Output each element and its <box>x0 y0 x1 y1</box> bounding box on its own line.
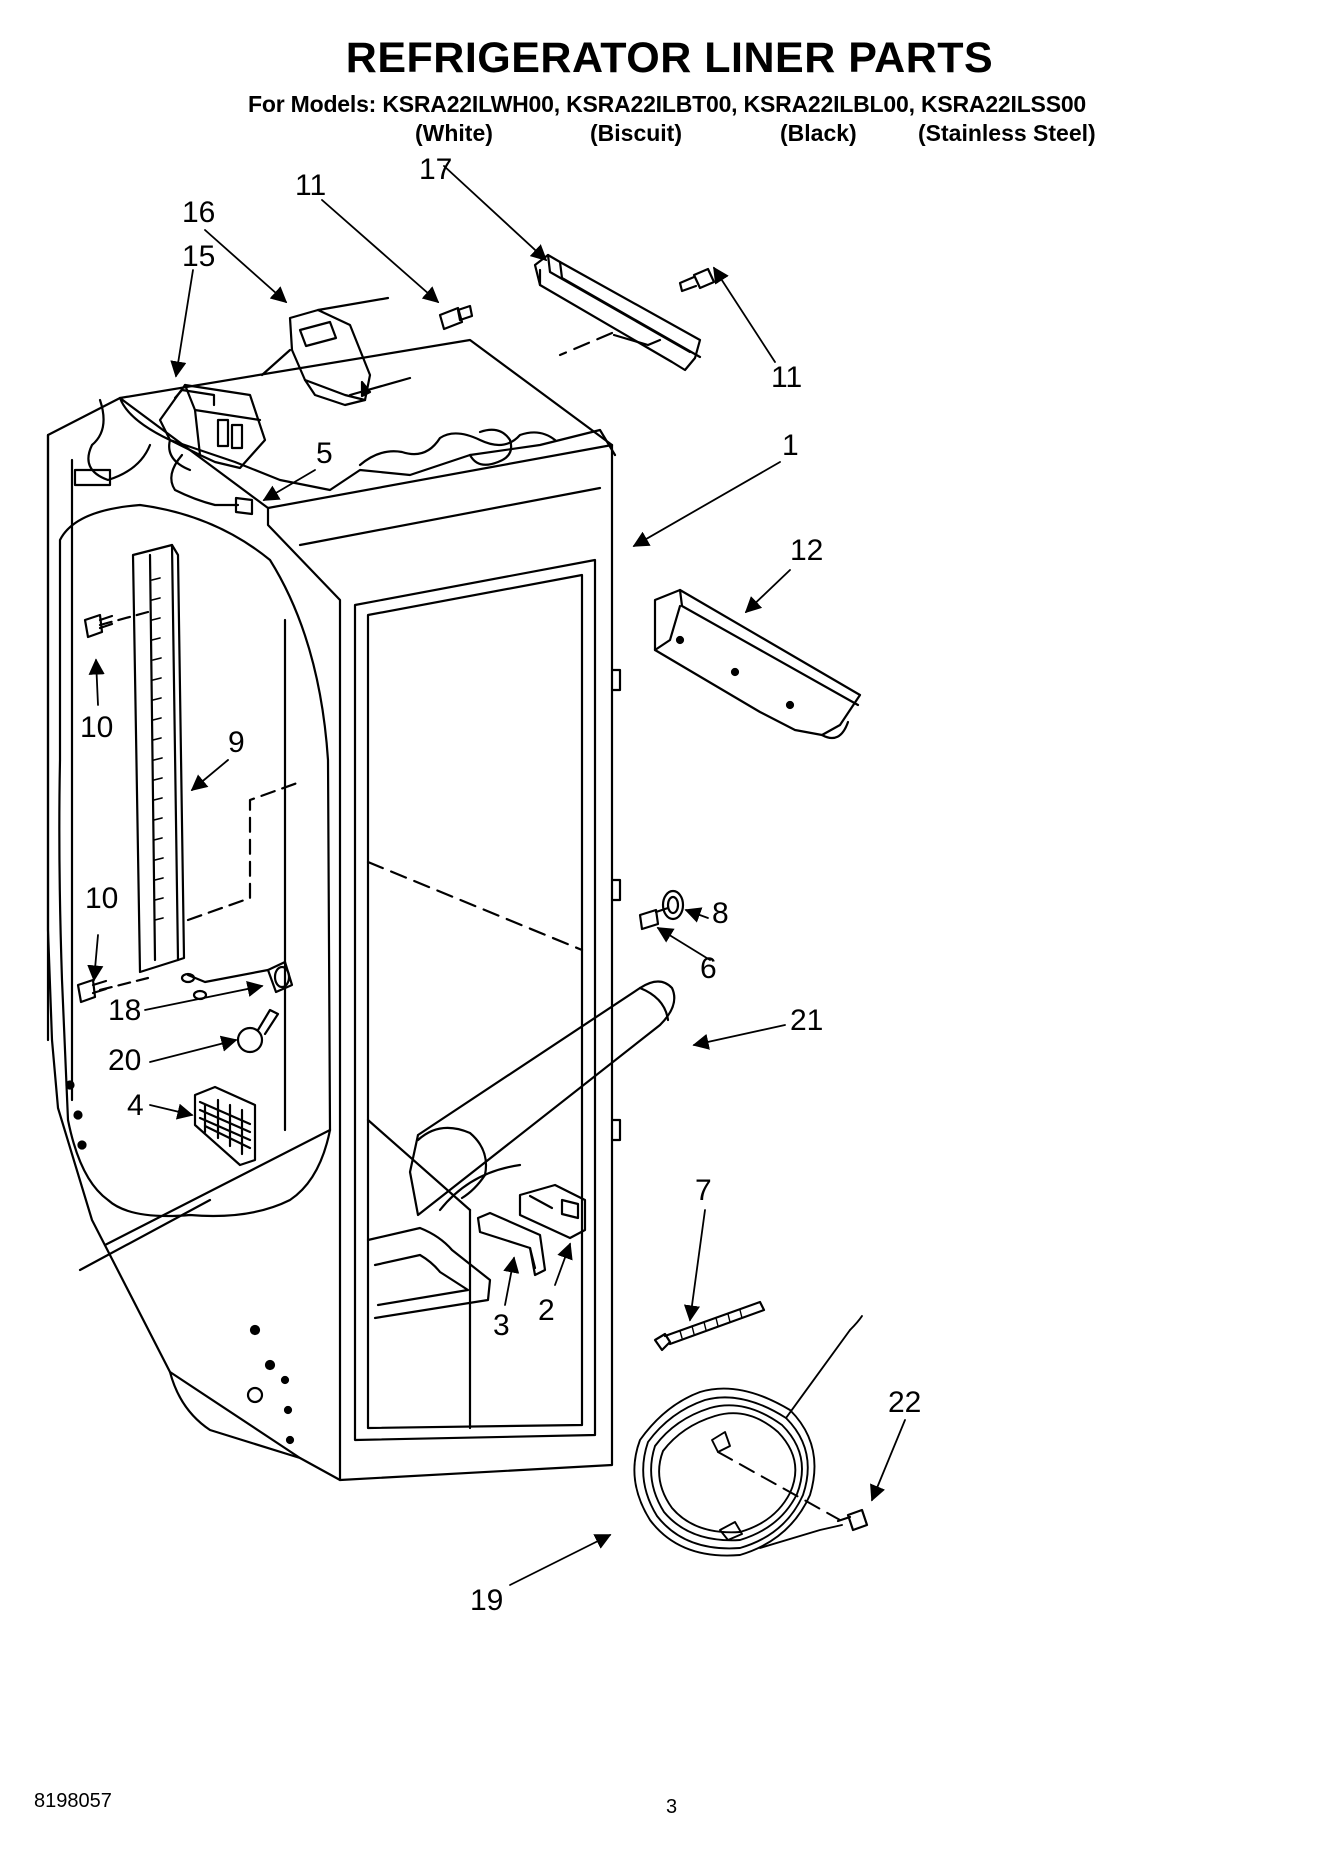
variant-white: (White) <box>415 120 493 146</box>
variant-black: (Black) <box>780 120 857 146</box>
models-line: For Models: KSRA22ILWH00, KSRA22ILBT00, … <box>248 91 1087 117</box>
callout-10-lower: 10 <box>85 882 118 915</box>
callout-11-bracket-screw: 11 <box>295 169 326 202</box>
callout-4: 4 <box>127 1089 144 1122</box>
callout-22: 22 <box>888 1386 921 1419</box>
callout-10-upper: 10 <box>80 711 113 744</box>
callout-6: 6 <box>700 952 717 985</box>
screw-10-upper <box>83 613 114 639</box>
water-tube-coil <box>633 1315 863 1557</box>
control-housing <box>158 383 267 516</box>
callout-11-top-screw: 11 <box>771 361 802 394</box>
variant-stainless-steel: (Stainless Steel) <box>918 120 1096 146</box>
housing-bracket <box>260 296 412 407</box>
callout-5: 5 <box>316 437 333 470</box>
callout-16: 16 <box>182 196 215 229</box>
screw-10-lower <box>76 978 108 1004</box>
screw-11-top <box>678 267 716 293</box>
callout-12: 12 <box>790 534 823 567</box>
bumper-screw <box>638 906 670 931</box>
screw-11-bracket <box>438 304 474 331</box>
liner-cabinet <box>46 338 622 1482</box>
vent-grille <box>193 1085 257 1167</box>
callout-1: 1 <box>782 429 799 462</box>
callout-17: 17 <box>419 153 452 186</box>
callout-20: 20 <box>108 1044 141 1077</box>
callout-leaders <box>87 165 906 1586</box>
page-title: REFRIGERATOR LINER PARTS <box>345 34 994 82</box>
top-channel <box>533 253 702 372</box>
callout-labels: 11 17 16 15 11 5 1 12 10 9 10 8 6 18 20 … <box>80 153 921 1617</box>
air-duct-cover <box>408 980 676 1217</box>
crisper-cover-rail <box>653 588 862 740</box>
callout-19: 19 <box>470 1584 503 1617</box>
callout-7: 7 <box>695 1174 712 1207</box>
light-socket <box>180 960 294 1001</box>
callout-9: 9 <box>228 726 245 759</box>
screw-22 <box>836 1508 869 1532</box>
door-bumper <box>661 889 685 921</box>
variant-biscuit: (Biscuit) <box>590 120 682 146</box>
shelf-ladder-rail <box>98 543 302 992</box>
callout-21: 21 <box>790 1004 823 1037</box>
document-number: 8198057 <box>34 1790 112 1812</box>
callout-2: 2 <box>538 1294 555 1327</box>
light-bulb <box>236 1008 280 1054</box>
bracket-2 <box>518 1183 587 1240</box>
callout-15: 15 <box>182 240 215 273</box>
cable-tie <box>653 1300 766 1352</box>
bracket-3 <box>476 1211 547 1277</box>
callout-8: 8 <box>712 897 729 930</box>
callout-18: 18 <box>108 994 141 1027</box>
callout-3: 3 <box>493 1309 510 1342</box>
page-number: 3 <box>666 1796 678 1818</box>
